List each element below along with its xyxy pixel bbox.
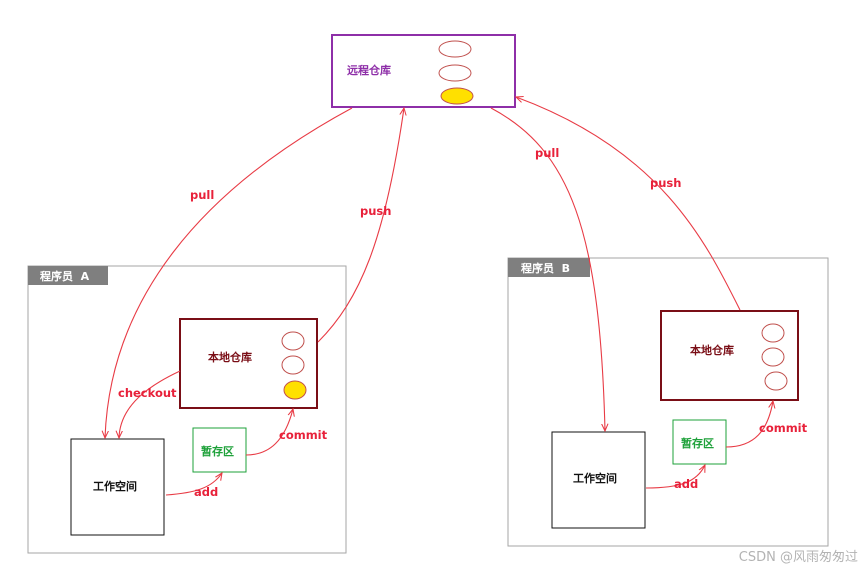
programmer-a-workspace-box — [70, 438, 165, 536]
b-commit-label: commit — [759, 421, 808, 435]
b-push-label: push — [650, 176, 681, 190]
a-checkout-label: checkout — [118, 386, 177, 400]
b-add-label: add — [674, 477, 698, 491]
b-pull-arrow — [490, 107, 605, 431]
remote-version-slot — [438, 40, 472, 58]
a-commit-label: commit — [279, 428, 328, 442]
a-add-arrow — [165, 473, 222, 496]
b-add-arrow — [645, 465, 705, 489]
a-add-label: add — [194, 485, 218, 499]
programmer-a-panel: 程序员 A 本地仓库 暂存区 工作空间 — [27, 265, 347, 554]
programmer-a-version-slot — [281, 331, 305, 351]
programmer-b-frame — [507, 257, 829, 547]
programmer-a-arrows — [105, 107, 404, 496]
remote-version-slot-highlighted — [440, 87, 474, 105]
programmer-a-version-slot-highlighted — [283, 380, 307, 400]
a-pull-label: pull — [190, 188, 214, 202]
programmer-a-frame — [27, 265, 347, 554]
programmer-b-tab-label: 程序员 B — [521, 261, 570, 275]
programmer-a-workspace-label: 工作空间 — [93, 479, 137, 493]
remote-version-slot — [438, 64, 472, 82]
programmer-a-local-repo-label: 本地仓库 — [208, 350, 252, 364]
a-checkout-arrow — [119, 370, 181, 438]
a-push-label: push — [360, 204, 391, 218]
a-pull-arrow — [105, 107, 353, 438]
programmer-a-staging-label: 暂存区 — [201, 444, 234, 458]
programmer-b-local-repo-label: 本地仓库 — [690, 343, 734, 357]
programmer-a-tab — [28, 266, 108, 285]
b-pull-label: pull — [535, 146, 559, 160]
programmer-b-version-slot — [764, 371, 788, 391]
programmer-b-panel: 程序员 B 本地仓库 暂存区 工作空间 — [507, 257, 829, 547]
programmer-b-tab — [508, 258, 590, 277]
programmer-a-version-slot — [281, 355, 305, 375]
a-push-arrow — [317, 108, 404, 343]
programmer-b-version-slot — [761, 347, 785, 367]
a-commit-arrow — [245, 409, 293, 456]
programmer-a-staging-box — [192, 427, 247, 473]
b-commit-arrow — [725, 401, 773, 448]
programmer-a-tab-label: 程序员 A — [40, 269, 90, 283]
remote-repo: 远程仓库 — [331, 34, 516, 108]
programmer-b-workspace-box — [551, 431, 646, 529]
programmer-b-staging-label: 暂存区 — [681, 436, 714, 450]
programmer-b-arrows — [490, 97, 773, 489]
remote-repo-label: 远程仓库 — [347, 63, 391, 77]
csdn-watermark: CSDN @风雨匆匆过 — [739, 550, 858, 565]
remote-repo-box — [331, 34, 516, 108]
b-push-arrow — [516, 97, 741, 311]
programmer-b-version-slot — [761, 323, 785, 343]
programmer-b-staging-box — [672, 419, 727, 465]
programmer-b-workspace-label: 工作空间 — [573, 471, 617, 485]
